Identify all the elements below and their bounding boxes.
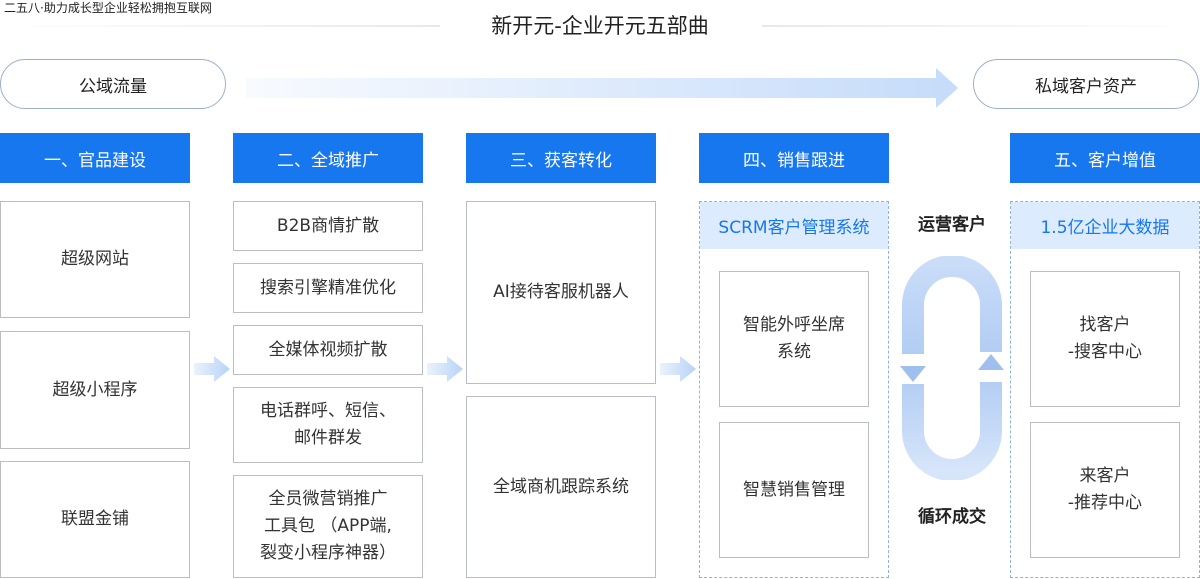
item-label: 搜索引擎精准优化	[260, 277, 396, 298]
column2-item: B2B商情扩散	[233, 201, 423, 251]
column-header-5: 五、客户增值	[1010, 133, 1200, 183]
panel-header-label: SCRM客户管理系统	[718, 218, 870, 238]
column4-item: 智慧销售管理	[719, 422, 869, 558]
column5-item: 找客户 -搜客中心	[1030, 271, 1180, 407]
arrow-right-icon	[427, 356, 463, 382]
page-title: 新开元-企业开元五部曲	[491, 14, 709, 38]
item-label: AI接待客服机器人	[493, 282, 629, 302]
data-panel-header: 1.5亿企业大数据	[1011, 202, 1199, 249]
column1-item: 联盟金铺	[0, 461, 190, 578]
item-label: 超级小程序	[52, 379, 138, 400]
item-label: 智慧销售管理	[743, 479, 845, 500]
item-label: 联盟金铺	[61, 509, 129, 529]
column3-item: AI接待客服机器人	[466, 201, 656, 384]
item-label: 全员微营销推广 工具包 （APP端, 裂变小程序神器）	[260, 489, 396, 563]
column-header-label: 二、全域推广	[277, 150, 379, 171]
cycle-loop-icon	[899, 256, 1005, 480]
item-label: 电话群呼、短信、 邮件群发	[260, 401, 396, 448]
column-header-4: 四、销售跟进	[699, 133, 889, 183]
item-label: 智能外呼坐席 系统	[743, 315, 845, 362]
cycle-top-label: 运营客户	[918, 215, 986, 235]
title-line-left	[0, 25, 440, 27]
item-label: 全域商机跟踪系统	[493, 476, 629, 497]
title-line-right	[762, 25, 1200, 27]
column1-item: 超级网站	[0, 201, 190, 318]
flow-bar	[246, 78, 946, 98]
flow-arrow-icon	[936, 68, 958, 108]
column4-item: 智能外呼坐席 系统	[719, 271, 869, 407]
flow-start-label: 公域流量	[79, 76, 147, 97]
arrow-right-icon	[194, 356, 230, 382]
column-header-2: 二、全域推广	[233, 133, 423, 183]
column-header-label: 三、获客转化	[510, 150, 612, 171]
panel-header-label: 1.5亿企业大数据	[1040, 218, 1170, 238]
column1-item: 超级小程序	[0, 331, 190, 449]
arrow-right-icon	[660, 356, 696, 382]
flow-start-pill: 公域流量	[0, 59, 226, 109]
tagline: 二五八·助力成长型企业轻松拥抱互联网	[4, 1, 212, 15]
item-label: 找客户 -搜客中心	[1067, 315, 1143, 362]
item-label: B2B商情扩散	[276, 215, 380, 236]
column-header-1: 一、官品建设	[0, 133, 190, 183]
column-header-label: 一、官品建设	[44, 150, 146, 171]
item-label: 全媒体视频扩散	[268, 339, 388, 360]
flow-end-pill: 私域客户资产	[973, 59, 1199, 109]
column2-item: 全媒体视频扩散	[233, 325, 423, 375]
column2-item: 电话群呼、短信、 邮件群发	[233, 387, 423, 463]
flow-end-label: 私域客户资产	[1035, 76, 1137, 97]
scrm-panel-header: SCRM客户管理系统	[700, 202, 888, 249]
column-header-label: 四、销售跟进	[743, 150, 845, 171]
cycle-bottom-label: 循环成交	[918, 507, 986, 527]
column-header-3: 三、获客转化	[466, 133, 656, 183]
item-label: 来客户 -推荐中心	[1067, 466, 1143, 513]
column-header-label: 五、客户增值	[1054, 150, 1156, 171]
item-label: 超级网站	[61, 249, 129, 269]
column2-item: 全员微营销推广 工具包 （APP端, 裂变小程序神器）	[233, 475, 423, 578]
column3-item: 全域商机跟踪系统	[466, 396, 656, 578]
column2-item: 搜索引擎精准优化	[233, 263, 423, 313]
column5-item: 来客户 -推荐中心	[1030, 422, 1180, 558]
